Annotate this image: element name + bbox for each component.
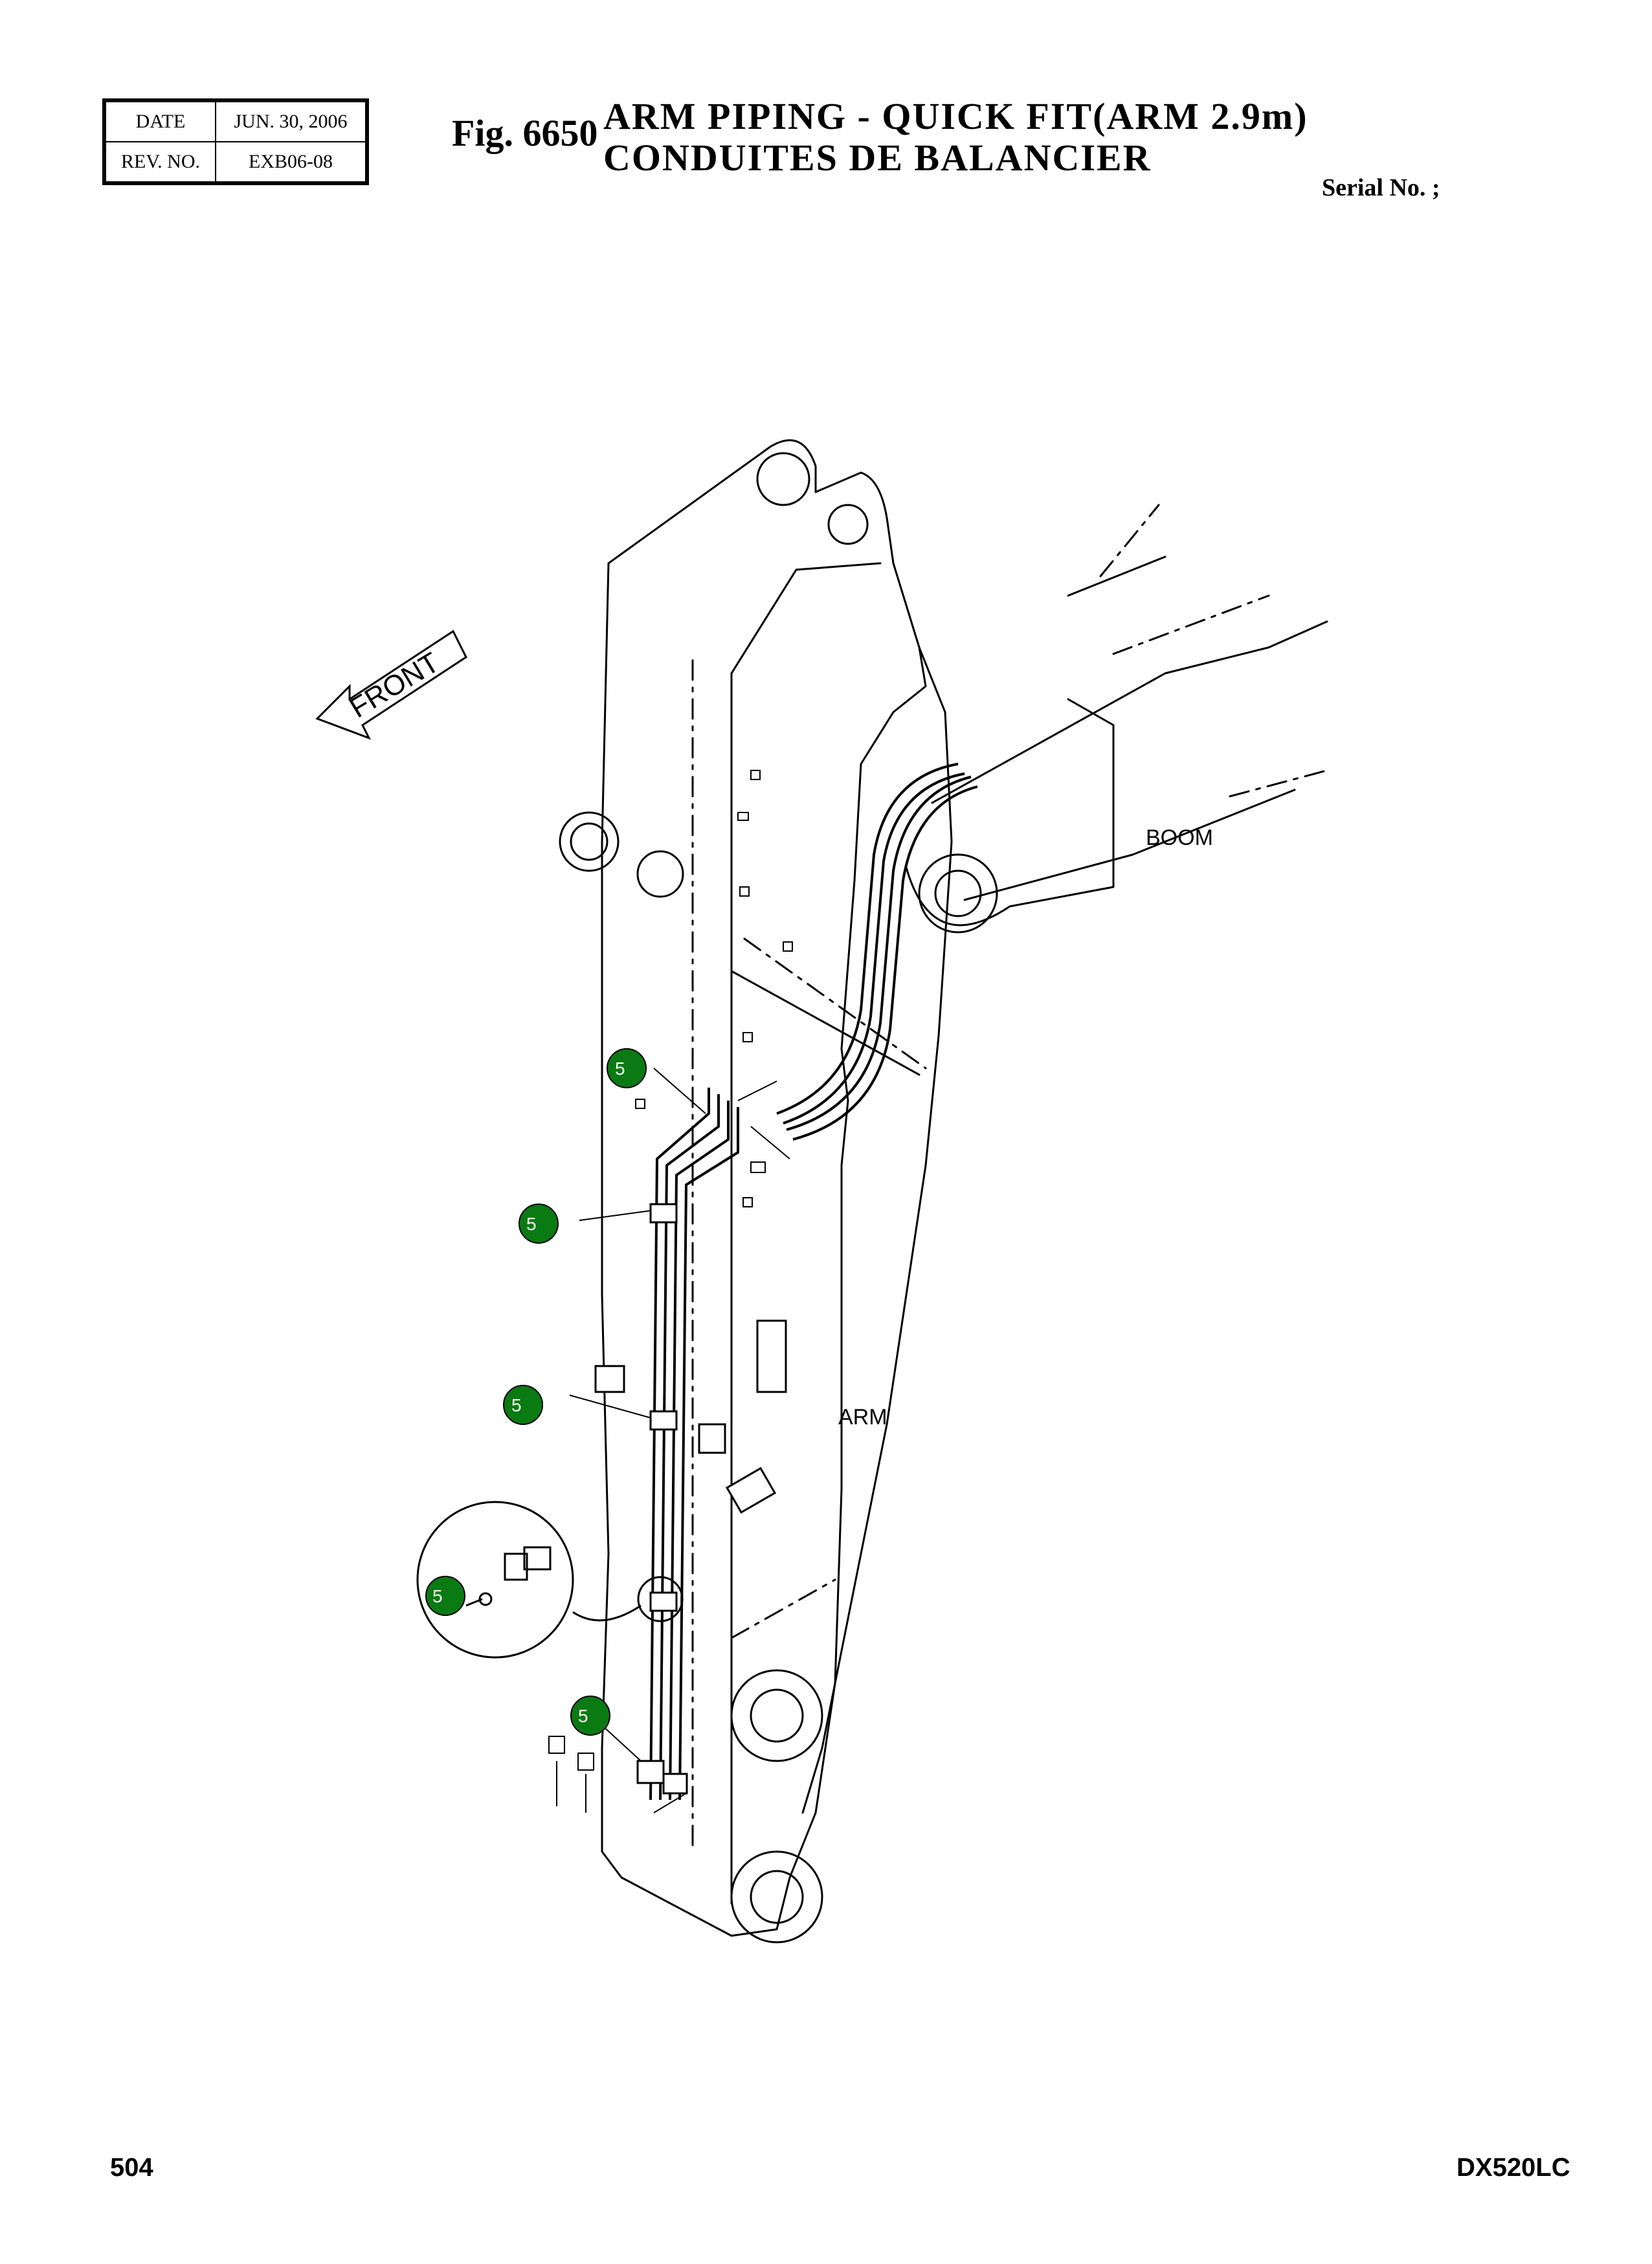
callout-group: 5 5 5 5 5: [425, 1048, 647, 1736]
pipe-1: [649, 1088, 710, 1800]
model-name: DX520LC: [1457, 2153, 1570, 2182]
callout-3: 5: [503, 1385, 543, 1425]
arm-bucket-boss-inner: [750, 1870, 804, 1924]
revision-table: DATE JUN. 30, 2006 REV. NO. EXB06-08: [102, 98, 369, 185]
callout-4: 5: [425, 1576, 465, 1616]
arm-outline: [601, 439, 927, 1937]
boom-outline: [905, 555, 1328, 926]
detail-bolt: [465, 1598, 483, 1607]
callout-1-circle: [607, 1048, 647, 1088]
figure-number: Fig. 6650: [452, 112, 598, 154]
pipe-2: [659, 1094, 720, 1800]
boom-pin-boss-inner: [934, 869, 982, 917]
arm-bolt-6: [750, 1161, 766, 1173]
callout-5-text: 5: [578, 1706, 588, 1726]
callout-3-text: 5: [511, 1395, 522, 1415]
rev-label: REV. NO.: [106, 142, 216, 182]
detail-clamp: [504, 1552, 528, 1581]
boom-dash-line-3: [1112, 594, 1270, 655]
figure-title-en: ARM PIPING - QUICK FIT(ARM 2.9m): [603, 95, 1308, 137]
rev-value: EXB06-08: [216, 142, 366, 182]
bottom-plug-2: [577, 1753, 594, 1771]
arm-label: ARM: [838, 1405, 887, 1429]
arm-bolt-1: [750, 770, 761, 780]
arm-front-face: [730, 562, 921, 1905]
arm-bolt-7: [742, 1197, 753, 1207]
figure-title-fr: CONDUITES DE BALANCIER: [603, 137, 1152, 179]
front-arrow-shape: [315, 629, 467, 740]
arm-pin-boss-top: [756, 452, 810, 506]
pipe-clamp-1: [649, 1203, 678, 1224]
arm-pin-boss-second: [827, 504, 869, 545]
arm-bolt-2: [737, 812, 749, 821]
pipe-fitting-bottom-1: [636, 1760, 665, 1784]
leader-1: [653, 1068, 706, 1114]
boom-label: BOOM: [1146, 825, 1213, 850]
boom-dash-line-1: [1099, 504, 1160, 577]
callout-1: 5: [607, 1048, 647, 1088]
arm-bolt-8: [635, 1099, 645, 1109]
callout-1-text: 5: [615, 1059, 625, 1079]
serial-number: Serial No. ;: [1322, 174, 1440, 201]
front-arrow: FRONT: [315, 629, 467, 740]
hose-2-outer: [792, 785, 978, 1141]
date-value: JUN. 30, 2006: [216, 102, 366, 142]
arm-bolt-3: [739, 886, 750, 897]
pipe-clamp-2: [649, 1410, 678, 1431]
detail-leader-arrow: [572, 1604, 642, 1622]
arm-lower-boss: [730, 1669, 823, 1762]
bracket-block-3: [725, 1466, 777, 1514]
callout-2: 5: [519, 1204, 559, 1244]
hose-group: [776, 763, 978, 1141]
bracket-block-1: [594, 1365, 625, 1393]
arm-dash-line-3: [730, 1578, 836, 1639]
arm-bolt-5: [742, 1032, 753, 1042]
pipe-3: [669, 1101, 730, 1800]
leader-6: [556, 1761, 687, 1813]
detail-inset-circle: [416, 1501, 574, 1659]
callout-5-circle: [570, 1696, 610, 1736]
leader-5: [601, 1725, 642, 1762]
callout-4-text: 5: [432, 1586, 443, 1606]
detail-source-circle: [637, 1576, 684, 1622]
boom-dash-line-2: [1229, 769, 1328, 798]
date-label: DATE: [106, 102, 216, 142]
bracket-block-2: [698, 1423, 726, 1454]
arm-pin-boss-mid: [636, 850, 684, 898]
arm-pin-boss-left: [559, 811, 620, 872]
bottom-plug-1: [548, 1736, 565, 1754]
detail-clamp-cap: [523, 1546, 552, 1571]
arm-pin-boss-left-inner: [570, 822, 608, 861]
leader-4: [737, 1081, 790, 1160]
hose-2: [786, 776, 972, 1131]
arm-bucket-boss: [730, 1850, 823, 1944]
pipe-clamp-3: [649, 1591, 678, 1612]
page-number: 504: [110, 2153, 153, 2182]
leader-3: [569, 1395, 651, 1418]
arm-dash-line-2: [743, 937, 927, 1070]
leader-2: [579, 1210, 651, 1221]
front-label: FRONT: [344, 647, 445, 724]
callout-3-circle: [503, 1385, 543, 1425]
callout-2-text: 5: [526, 1214, 537, 1234]
hose-1-outer: [783, 772, 965, 1125]
callout-5: 5: [570, 1696, 610, 1736]
pipe-4: [678, 1107, 739, 1800]
callout-leaders: [556, 1068, 790, 1813]
boom-pin-boss: [918, 853, 998, 934]
arm-lower-boss-inner: [750, 1688, 804, 1743]
arm-side-face: [801, 646, 953, 1814]
callout-2-circle: [519, 1204, 559, 1244]
hose-1: [776, 763, 959, 1115]
pipe-fitting-bottom-2: [662, 1773, 688, 1795]
arm-pipe-group: [649, 1088, 739, 1800]
callout-4-circle: [425, 1576, 465, 1616]
valve-block: [756, 1319, 787, 1393]
detail-inset: [416, 1501, 684, 1659]
arm-bolt-4: [783, 941, 793, 952]
